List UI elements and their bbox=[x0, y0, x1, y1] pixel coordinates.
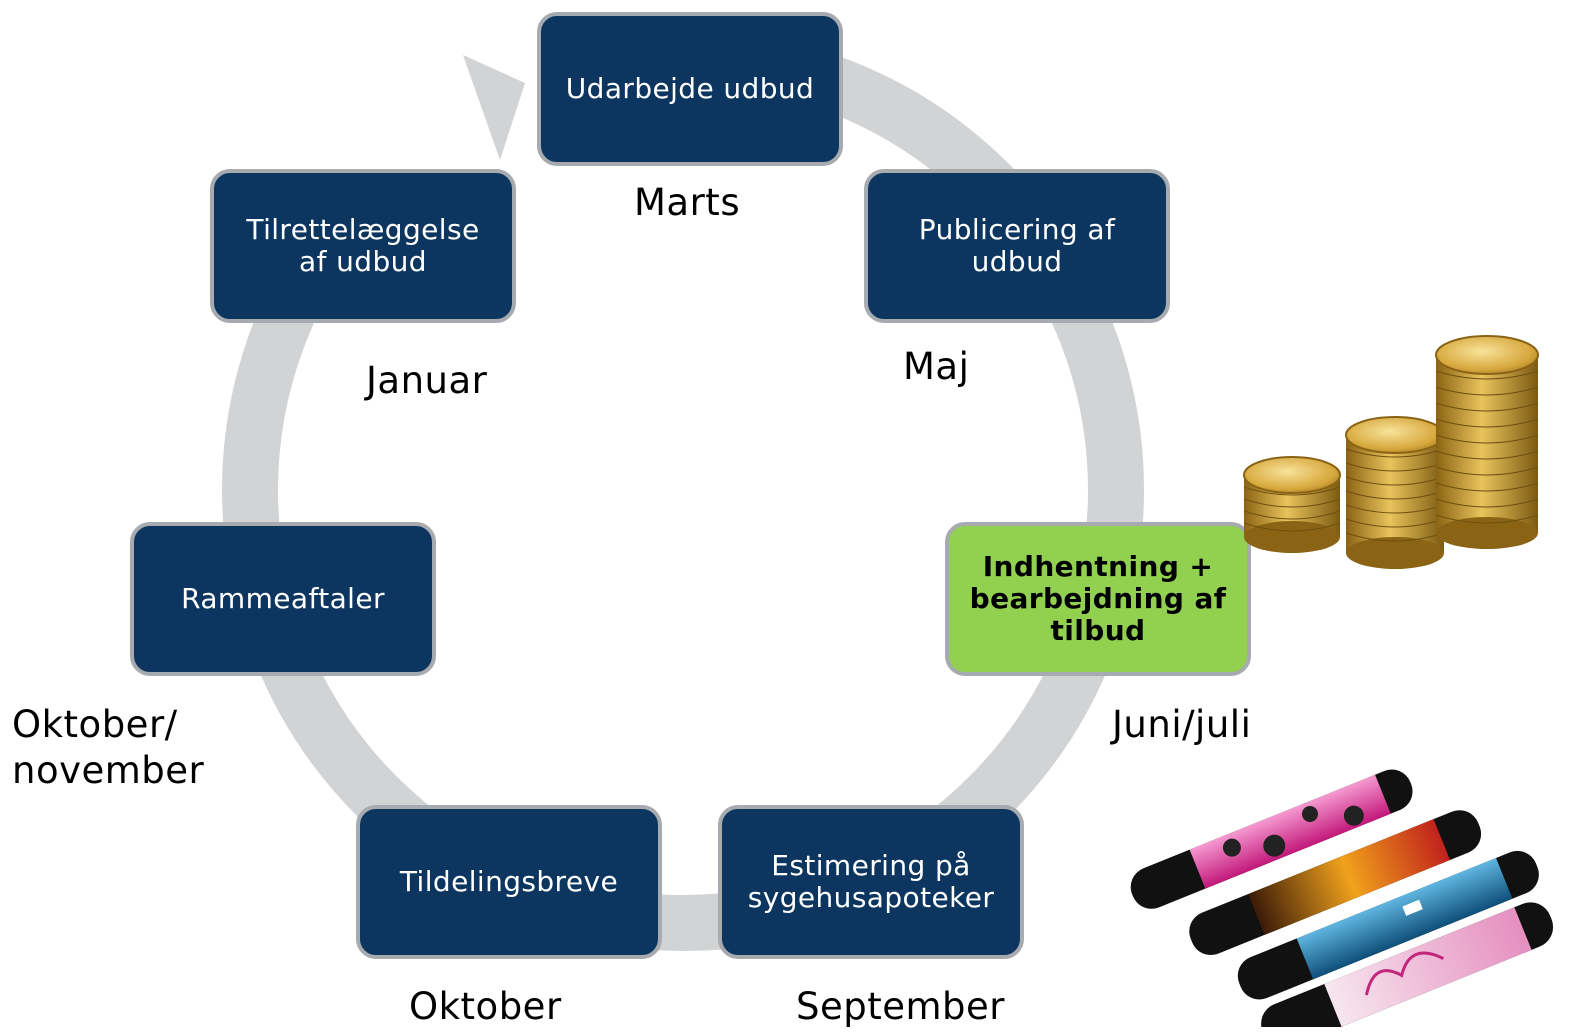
month-label-oktober: Oktober bbox=[409, 985, 562, 1028]
cycle-arrowhead bbox=[463, 55, 525, 160]
step-tilrettelaeggelse-af-udbud: Tilrettelæggelse af udbud bbox=[210, 169, 516, 323]
step-indhentning-bearbejdning-af-tilbud: Indhentning + bearbejdning af tilbud bbox=[945, 522, 1251, 676]
step-rammeaftaler: Rammeaftaler bbox=[130, 522, 436, 676]
month-label-oktober-november: Oktober/ november bbox=[12, 703, 205, 792]
gold-coins-icon bbox=[1243, 335, 1539, 569]
step-tildelingsbreve: Tildelingsbreve bbox=[356, 805, 662, 959]
step-udarbejde-udbud: Udarbejde udbud bbox=[537, 12, 843, 166]
step-estimering-paa-sygehusapoteker: Estimering på sygehusapoteker bbox=[718, 805, 1024, 959]
step-publicering-af-udbud: Publicering af udbud bbox=[864, 169, 1170, 323]
insulin-pens-icon bbox=[1130, 769, 1554, 1027]
month-label-maj: Maj bbox=[903, 345, 970, 388]
month-label-juni-juli: Juni/juli bbox=[1112, 703, 1252, 746]
month-label-september: September bbox=[796, 985, 1006, 1028]
month-label-marts: Marts bbox=[634, 181, 741, 224]
month-label-januar: Januar bbox=[366, 359, 488, 402]
